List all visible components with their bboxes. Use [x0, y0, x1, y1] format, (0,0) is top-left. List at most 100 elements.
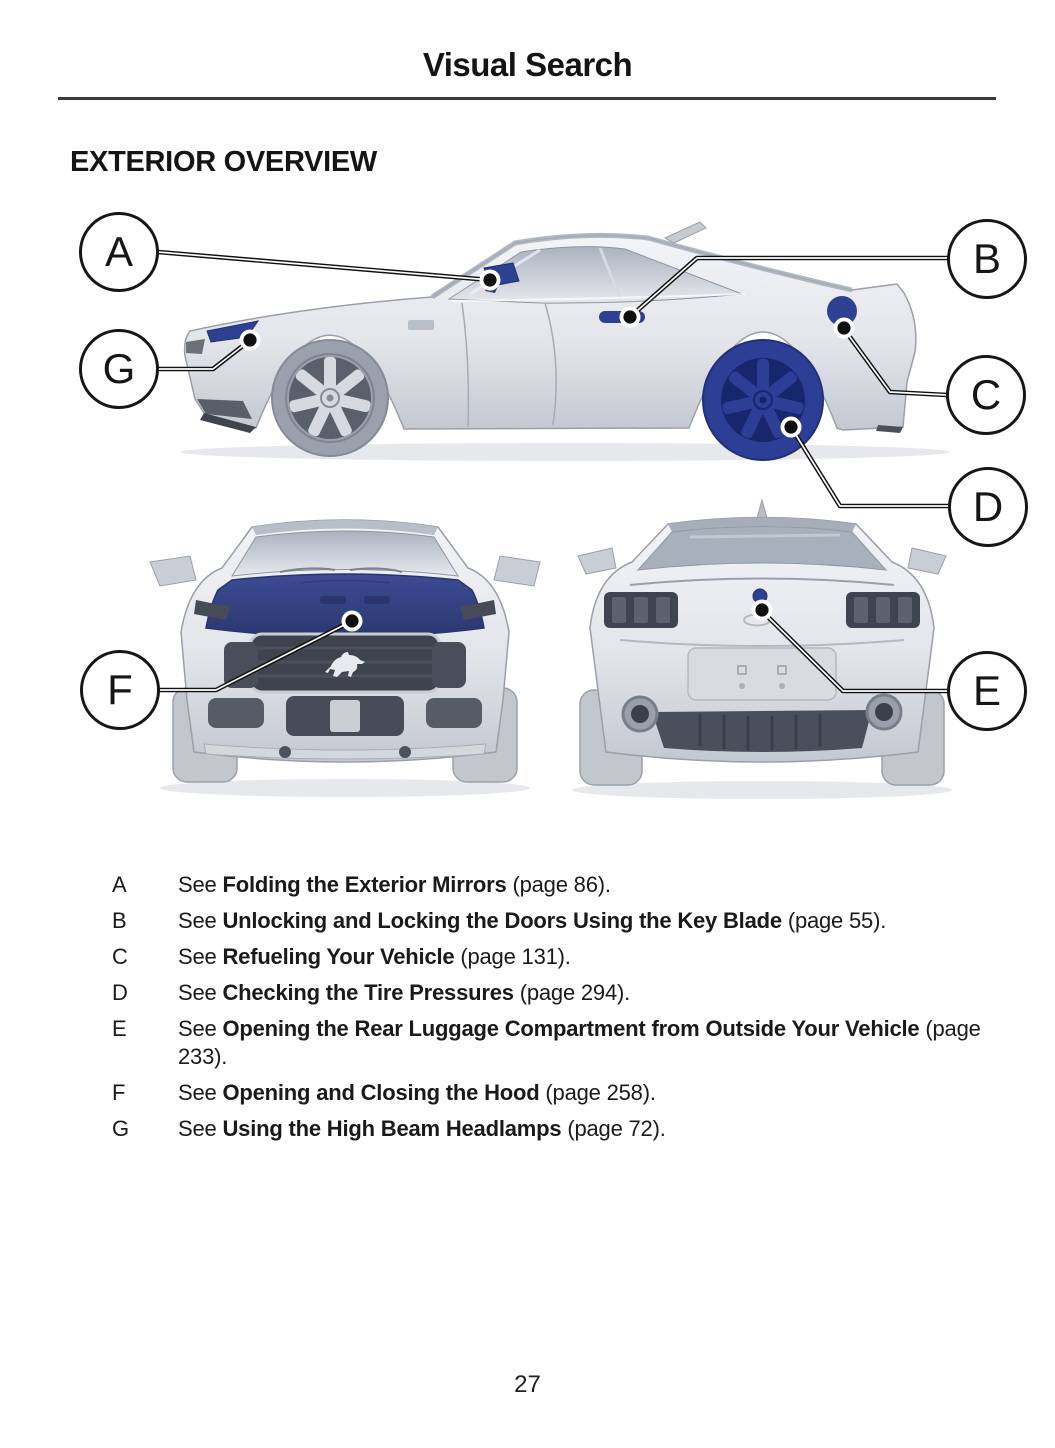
legend-item-b: B See Unlocking and Locking the Doors Us…	[112, 907, 1024, 935]
section-title: EXTERIOR OVERVIEW	[70, 146, 377, 178]
legend-pages: (page 86).	[506, 872, 611, 897]
leader-line-d	[788, 424, 952, 509]
legend-letter: B	[112, 908, 127, 933]
left-taillight	[604, 592, 678, 628]
callout-circle-c: C	[946, 355, 1026, 435]
callout-letter: F	[107, 666, 133, 713]
car-body-side	[183, 234, 917, 431]
leader-line-f	[156, 618, 355, 693]
legend-topic: Opening and Closing the Hood	[222, 1080, 540, 1105]
callout-letter: D	[972, 483, 1004, 530]
legend-letter: A	[112, 872, 127, 897]
side-view-illustration	[180, 221, 950, 461]
callout-letter: E	[972, 667, 1001, 714]
legend-topic: Checking the Tire Pressures	[222, 980, 514, 1005]
legend-item-e: E See Opening the Rear Luggage Compartme…	[112, 1015, 1024, 1071]
windshield	[231, 530, 459, 577]
hood-highlight	[205, 573, 485, 638]
legend-prefix: See	[178, 1080, 223, 1105]
leader-line-e	[759, 608, 951, 694]
legend-letter: E	[112, 1016, 127, 1041]
pony-emblem	[325, 652, 365, 677]
legend-item-a: A See Folding the Exterior Mirrors (page…	[112, 871, 1024, 899]
callout-dot-g	[239, 329, 261, 351]
legend-text: See Using the High Beam Headlamps (page …	[178, 1115, 1016, 1143]
callout-dot-b	[619, 306, 641, 328]
callout-dot-d	[780, 416, 802, 438]
legend-pages: (page 131).	[454, 944, 571, 969]
mirror-highlight	[483, 262, 520, 287]
legend-letter: C	[112, 944, 128, 969]
legend-topic: Refueling Your Vehicle	[222, 944, 455, 969]
roof-fin	[663, 221, 707, 244]
callout-letter: C	[970, 371, 1002, 418]
legend-text: See Checking the Tire Pressures (page 29…	[178, 979, 1016, 1007]
car-body-rear	[589, 516, 935, 763]
front-wheel	[271, 339, 389, 457]
front-grille	[248, 632, 442, 694]
legend-item-c: C See Refueling Your Vehicle (page 131).	[112, 943, 1024, 971]
callout-circle-f: F	[80, 650, 160, 730]
legend-pages: (page 55).	[781, 908, 887, 933]
callout-circle-b: B	[947, 219, 1027, 299]
legend-topic: Unlocking and Locking the Doors Using th…	[222, 908, 782, 933]
side-glass	[447, 246, 743, 304]
legend-text: See Refueling Your Vehicle (page 131).	[178, 943, 1016, 971]
legend-letter: G	[112, 1116, 129, 1141]
legend-prefix: See	[178, 872, 223, 897]
grille-side	[186, 339, 205, 354]
legend-topic: Opening the Rear Luggage Compartment fro…	[222, 1016, 920, 1041]
door-handle-highlight	[599, 311, 645, 323]
front-right-mirror	[493, 555, 541, 587]
legend-pages: (page 258).	[539, 1080, 656, 1105]
rear-view-illustration	[572, 498, 952, 799]
front-view-illustration	[149, 519, 541, 797]
legend-list: A See Folding the Exterior Mirrors (page…	[112, 871, 1024, 1151]
callout-dot-a	[479, 269, 501, 291]
callout-letter: B	[972, 235, 1001, 282]
legend-prefix: See	[178, 908, 223, 933]
leader-line-g	[155, 338, 252, 372]
legend-text: See Folding the Exterior Mirrors (page 8…	[178, 871, 1016, 899]
callout-dot-f	[341, 610, 363, 632]
callout-circle-d: D	[948, 467, 1028, 547]
callout-letter: A	[104, 228, 133, 275]
leader-dots	[239, 269, 855, 632]
leader-line-b	[627, 255, 951, 320]
fuel-filler-highlight	[827, 296, 857, 326]
callout-letter: G	[102, 345, 136, 392]
legend-pages: (page 72).	[561, 1116, 666, 1141]
legend-prefix: See	[178, 944, 223, 969]
car-body-front	[180, 519, 510, 763]
leader-line-a	[155, 249, 493, 283]
legend-letter: F	[112, 1080, 126, 1105]
leader-lines	[155, 249, 952, 694]
right-taillight	[846, 592, 920, 628]
callout-circle-e: E	[947, 651, 1027, 731]
callout-dot-c	[833, 317, 855, 339]
header-divider	[58, 97, 996, 100]
decklid-release-highlight	[752, 588, 768, 604]
rear-window	[636, 526, 888, 571]
legend-item-d: D See Checking the Tire Pressures (page …	[112, 979, 1024, 1007]
legend-item-g: G See Using the High Beam Headlamps (pag…	[112, 1115, 1024, 1143]
legend-text: See Opening and Closing the Hood (page 2…	[178, 1079, 1016, 1107]
legend-prefix: See	[178, 1116, 223, 1141]
legend-topic: Using the High Beam Headlamps	[222, 1116, 562, 1141]
legend-text: See Opening the Rear Luggage Compartment…	[178, 1015, 1016, 1071]
rear-wheel-highlight	[702, 339, 824, 461]
leader-line-c	[841, 326, 950, 398]
legend-text: See Unlocking and Locking the Doors Usin…	[178, 907, 1016, 935]
left-exhaust-tip	[621, 695, 659, 733]
headlamp-highlight	[206, 320, 260, 343]
legend-prefix: See	[178, 1016, 223, 1041]
legend-pages: (page 233).	[178, 1016, 981, 1069]
callout-dot-e	[751, 599, 773, 621]
callout-circle-g: G	[79, 329, 159, 409]
page-title: Visual Search	[422, 46, 633, 83]
page-number: 27	[514, 1371, 541, 1398]
legend-letter: D	[112, 980, 128, 1005]
legend-pages: (page 294).	[513, 980, 631, 1005]
